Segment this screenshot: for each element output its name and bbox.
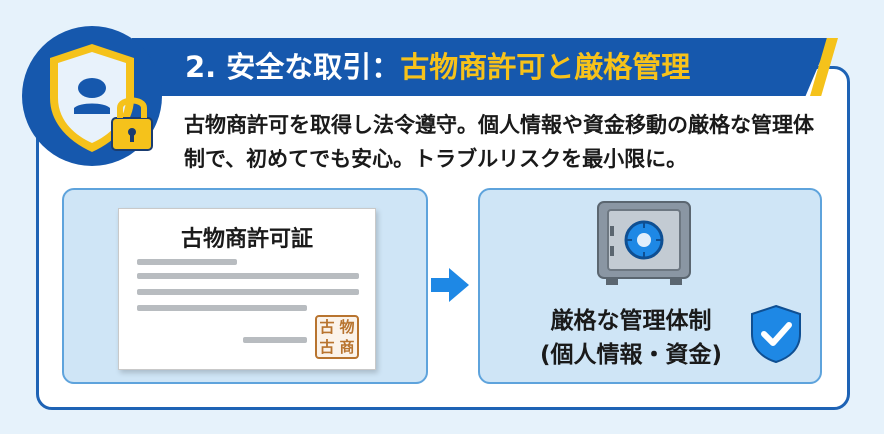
stamp-char: 商 bbox=[339, 338, 355, 356]
title-banner bbox=[132, 38, 830, 96]
license-document: 古物商許可証 古 物 古 商 bbox=[118, 208, 376, 370]
text-line-placeholder bbox=[137, 259, 237, 265]
safe-icon bbox=[596, 200, 692, 286]
text-line-placeholder bbox=[137, 305, 307, 311]
management-label-line2: (個人情報・資金) bbox=[539, 342, 723, 368]
shield-lock-icon bbox=[18, 22, 166, 170]
stamp-char: 古 bbox=[319, 338, 335, 356]
title-highlight: 古物商許可と厳格管理 bbox=[400, 50, 691, 84]
check-shield-icon bbox=[750, 304, 802, 364]
official-stamp: 古 物 古 商 bbox=[315, 315, 359, 359]
description-text: 古物商許可を取得し法令遵守。個人情報や資金移動の厳格な管理体制で、初めてでも安心… bbox=[184, 113, 814, 171]
section-title: 2. 安全な取引：古物商許可と厳格管理 bbox=[185, 44, 690, 90]
text-line-placeholder bbox=[137, 273, 359, 279]
management-label-line1: 厳格な管理体制 bbox=[550, 308, 712, 334]
arrow-right-icon bbox=[431, 268, 469, 302]
text-line-placeholder bbox=[243, 337, 307, 343]
stamp-char: 古 bbox=[319, 318, 335, 336]
title-prefix: 2. 安全な取引： bbox=[185, 50, 401, 84]
text-line-placeholder bbox=[137, 289, 359, 295]
management-label: 厳格な管理体制 (個人情報・資金) bbox=[520, 304, 742, 372]
stamp-char: 物 bbox=[339, 318, 355, 336]
document-title: 古物商許可証 bbox=[180, 227, 313, 252]
